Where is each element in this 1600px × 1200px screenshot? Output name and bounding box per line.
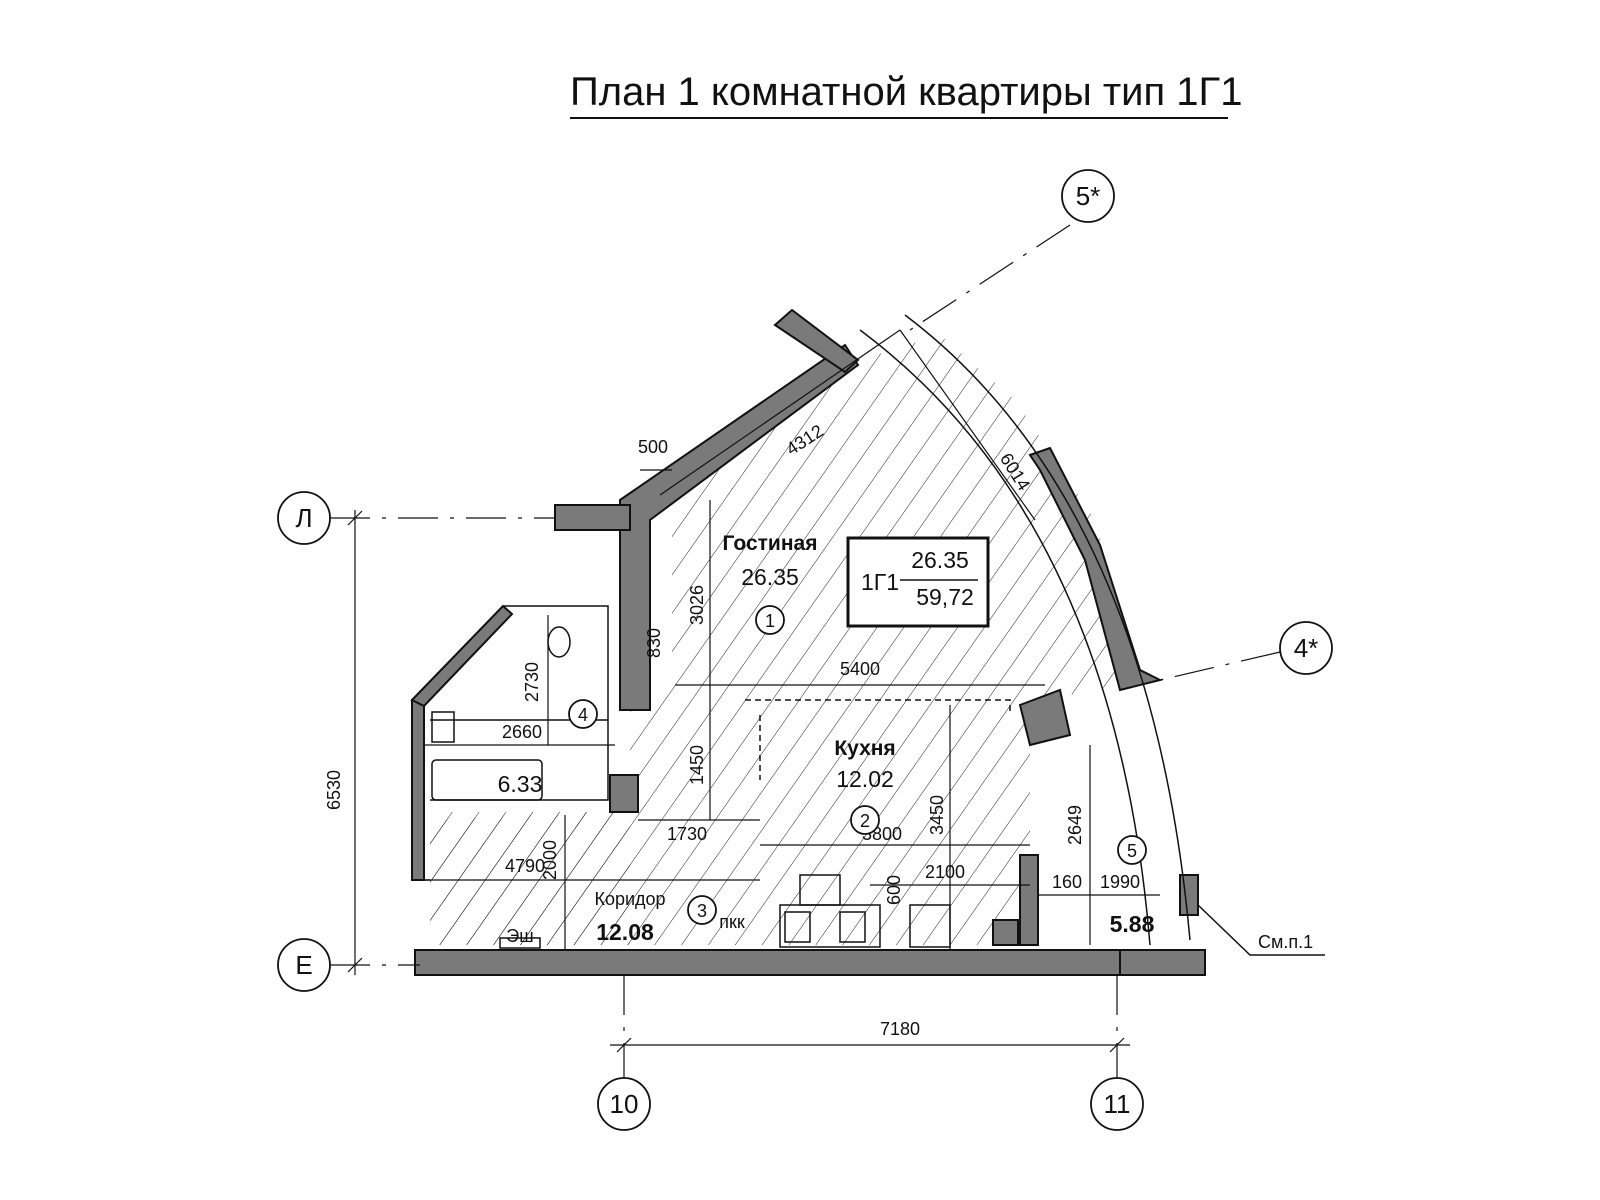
kitchen-counter-dashed [745, 699, 1011, 715]
dim-830: 830 [644, 628, 664, 658]
svg-text:3: 3 [697, 901, 707, 921]
bathroom-number: 4 [568, 699, 598, 729]
svg-text:Л: Л [295, 503, 312, 533]
note-leader [1197, 904, 1325, 956]
wall-partition-top [554, 504, 631, 531]
wall-bath-west [411, 699, 425, 881]
corridor-floor [430, 812, 630, 945]
svg-text:11: 11 [1104, 1089, 1131, 1119]
axis-line-5 [909, 224, 1071, 331]
kitchen-area: 12.02 [836, 766, 894, 792]
balcony-outer-curve [904, 314, 1191, 941]
dim-1730: 1730 [667, 824, 707, 844]
dim-tick [616, 1037, 632, 1053]
bathtub [431, 759, 543, 801]
wall-south [414, 949, 1121, 976]
svg-text:Е: Е [295, 950, 312, 980]
apartment-total-area: 59,72 [916, 584, 974, 610]
svg-text:10: 10 [610, 1089, 639, 1119]
balcony-number: 5 [1117, 835, 1147, 865]
living-room-area: 26.35 [741, 564, 799, 590]
dim-600: 600 [884, 875, 904, 905]
axis-marker-10: 10 [597, 1077, 651, 1131]
apartment-living-area: 26.35 [911, 547, 969, 573]
note-label: См.п.1 [1258, 932, 1313, 952]
living-room-floor [430, 335, 1140, 945]
sink-bowl-left [784, 911, 811, 943]
dim-2649: 2649 [1065, 805, 1085, 845]
axis-line-4 [1159, 651, 1281, 681]
kitchen-sink-cabinet [779, 904, 881, 948]
dim-160: 160 [1052, 872, 1082, 892]
svg-text:2: 2 [860, 811, 870, 831]
balcony-inner-curve [859, 329, 1151, 946]
toilet [547, 626, 571, 658]
kitchen-name: Кухня [834, 737, 895, 760]
dim-line-6014 [899, 329, 1036, 521]
dim-2730: 2730 [522, 662, 542, 702]
dim-2100: 2100 [925, 862, 965, 882]
dim-3450: 3450 [927, 795, 947, 835]
dim-7180: 7180 [880, 1019, 920, 1039]
dim-1990: 1990 [1100, 872, 1140, 892]
svg-text:1: 1 [765, 611, 775, 631]
washbasin [431, 711, 455, 743]
electrical-panel [499, 937, 541, 949]
dim-3026: 3026 [687, 585, 707, 625]
wall-balcony-curve [1179, 874, 1199, 916]
dim-1450: 1450 [687, 745, 707, 785]
wall-column [609, 774, 639, 813]
bathroom-area: 6.33 [498, 771, 543, 797]
corridor-number: 3 [687, 895, 717, 925]
wall-balcony-divider [1019, 854, 1039, 946]
corridor-name: Коридор [594, 889, 665, 909]
dim-tick [347, 510, 363, 526]
dim-tick [1109, 1037, 1125, 1053]
wall-south-ext [1119, 949, 1206, 976]
living-room-name: Гостиная [723, 532, 818, 555]
dim-5400: 5400 [840, 659, 880, 679]
dim-2660: 2660 [502, 722, 542, 742]
sink-bowl-right [839, 911, 866, 943]
plan-title: План 1 комнатной квартиры тип 1Г1 [570, 70, 1242, 114]
dim-500: 500 [638, 437, 668, 457]
svg-text:5*: 5* [1076, 181, 1101, 211]
dim-tick [347, 957, 363, 973]
svg-text:4: 4 [578, 705, 588, 725]
apartment-summary-box: 1Г1 26.35 59,72 [846, 536, 990, 628]
axis-marker-5: 5* [1061, 169, 1115, 223]
axis-marker-E: Е [277, 938, 331, 992]
axis-marker-11: 11 [1090, 1077, 1144, 1131]
pkk-label: пкк [719, 912, 745, 932]
svg-text:4*: 4* [1294, 633, 1319, 663]
wall-kitchen-east [1018, 688, 1072, 747]
svg-text:5: 5 [1127, 841, 1137, 861]
corridor-area: 12.08 [596, 919, 654, 945]
electrical-panel-label: Эш [506, 926, 533, 946]
wall-stub-north [773, 308, 860, 374]
dim-line-4312 [659, 329, 901, 496]
balcony-area: 5.88 [1110, 911, 1155, 937]
kitchen-number: 2 [850, 805, 880, 835]
apartment-type: 1Г1 [861, 569, 899, 595]
living-room-number: 1 [755, 605, 785, 635]
dim-2000: 2000 [540, 840, 560, 880]
axis-marker-L: Л [277, 491, 331, 545]
axis-marker-4: 4* [1279, 621, 1333, 675]
vent-shaft [992, 919, 1019, 946]
dim-4790: 4790 [505, 856, 545, 876]
wall-bath-diag [410, 604, 514, 708]
dim-6530: 6530 [324, 770, 344, 810]
wall-living-north [619, 343, 860, 711]
